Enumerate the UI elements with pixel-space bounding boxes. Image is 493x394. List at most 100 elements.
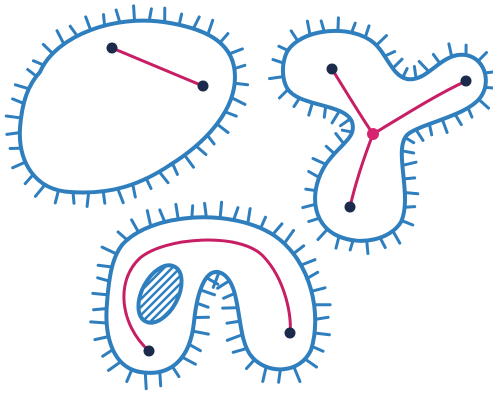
hatch-line (178, 254, 258, 334)
oval-hair (219, 125, 229, 132)
oval-hair (147, 180, 151, 188)
arch-hair (309, 272, 318, 277)
y-hair (326, 146, 333, 152)
y-hair (366, 26, 369, 36)
oval-outline (20, 21, 235, 193)
oval-hair (198, 147, 206, 154)
arch-hair (160, 210, 164, 220)
arch-hair (262, 217, 266, 226)
oval-hair (70, 26, 76, 34)
oval-hair (237, 84, 248, 85)
y-hair (350, 242, 352, 250)
y-hair (313, 159, 324, 164)
y-vertex-right (461, 76, 472, 87)
oval-vertex-1 (107, 43, 118, 54)
arch-hair (93, 293, 106, 294)
y-hair (321, 21, 324, 30)
arch-hair (98, 278, 108, 281)
arch-hair (248, 209, 250, 222)
y-hair (394, 59, 402, 67)
y-hair (433, 55, 438, 62)
y-hair (387, 52, 395, 56)
arch-hair (220, 202, 221, 216)
arch-hair (317, 317, 328, 319)
arch-hair (109, 363, 120, 371)
arch-hair (295, 369, 300, 382)
y-hair (407, 193, 418, 194)
oval-hair (209, 137, 215, 144)
arch-hair (274, 224, 282, 233)
arch-hair (199, 304, 208, 307)
arch-hair (173, 368, 179, 376)
oval-hair (13, 99, 22, 103)
oval-hair (15, 85, 27, 88)
oval-hair (43, 45, 51, 53)
y-hair (306, 189, 314, 190)
arch-hair (102, 247, 115, 253)
oval-hair (55, 192, 58, 203)
arch-hair (247, 361, 254, 368)
y-hair (307, 21, 309, 33)
y-hair (480, 101, 488, 108)
oval-hair (173, 165, 177, 174)
oval-hair (119, 191, 124, 203)
oval-hair (35, 186, 43, 196)
y-hair (341, 120, 349, 126)
y-hair (303, 205, 314, 208)
y-hair (309, 105, 312, 116)
oval-hair (87, 195, 88, 207)
arch-hair (184, 358, 196, 364)
arch-vertex-left (144, 346, 155, 357)
oval-hair (116, 10, 119, 21)
y-hair (342, 130, 350, 132)
arch-hair (234, 208, 238, 218)
y-hair (419, 62, 427, 71)
arch-hair (202, 291, 214, 295)
arch-hair (263, 369, 266, 382)
y-hair (273, 60, 282, 63)
y-hair (469, 110, 472, 117)
y-hair (279, 91, 286, 98)
oval-hair (134, 6, 135, 19)
y-hair (394, 233, 400, 243)
hatch-line (138, 254, 218, 334)
y-hair (406, 178, 415, 179)
oval-hair (231, 49, 242, 53)
arch-hair (285, 231, 293, 242)
oval-vertex-2 (198, 81, 209, 92)
arch-hair (118, 232, 126, 239)
y-hair (487, 88, 493, 89)
y-hair (407, 139, 414, 143)
arch-hair (147, 211, 150, 225)
arch-hair (313, 288, 325, 291)
y-edge-bottom (350, 134, 373, 207)
arch-hair (192, 206, 193, 216)
y-hair (324, 108, 325, 117)
oval-shape (6, 6, 247, 207)
y-hair (291, 31, 297, 39)
arch-hair (145, 375, 146, 389)
y-hair (449, 44, 451, 55)
y-hair (407, 207, 415, 208)
oval-hair (57, 31, 63, 43)
arch-hair (103, 351, 111, 357)
y-hair (332, 113, 338, 123)
oval-hair (209, 20, 213, 32)
y-hair (417, 131, 423, 140)
arch-hair (98, 265, 110, 266)
oval-hair (161, 173, 169, 182)
oval-hair (7, 133, 18, 135)
y-hair (336, 238, 339, 248)
y-hair (404, 151, 414, 153)
y-hair (404, 221, 413, 225)
arch-hair (227, 335, 240, 340)
y-hair (279, 46, 286, 49)
y-hair (309, 172, 318, 177)
y-vertex-top-left (327, 64, 338, 75)
arch-hair (218, 282, 228, 288)
arch-hair (295, 246, 304, 253)
y-hair (414, 67, 415, 77)
oval-hair (86, 17, 90, 28)
arch-hair (279, 371, 281, 382)
